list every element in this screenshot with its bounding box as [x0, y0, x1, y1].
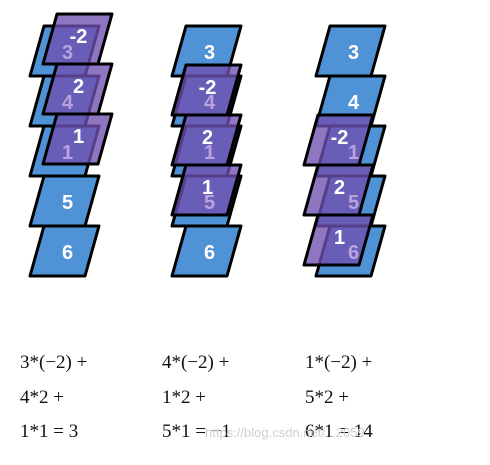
blue-cell-value: 4 [62, 92, 74, 114]
blue-cell-value: 6 [348, 242, 359, 264]
blue-cell-value: 1 [204, 142, 215, 164]
purple-cell-value: 2 [73, 76, 84, 98]
equation-line: 5*1 = −1 [162, 421, 231, 442]
blue-cell-value: 5 [62, 192, 73, 214]
purple-cell [41, 112, 114, 166]
equation-line: 5*2 + [305, 387, 349, 408]
blue-cell-value: 6 [204, 242, 215, 264]
purple-cell-value: 2 [334, 177, 345, 199]
blue-cell-value: 3 [348, 42, 359, 64]
equation-line: 4*(−2) + [162, 352, 229, 373]
blue-cell [170, 224, 243, 278]
purple-cell-value: -2 [70, 26, 88, 48]
blue-cell-value: 6 [62, 242, 73, 264]
blue-cell-value: 3 [204, 42, 215, 64]
blue-cell-value: 3 [62, 42, 73, 64]
purple-cell-value: 1 [202, 177, 213, 199]
equation-line: 3*(−2) + [20, 352, 87, 373]
watermark-text: https://blog.csdn.net/...2059 [205, 425, 365, 440]
blue-cell-value: 5 [348, 192, 359, 214]
equation-line: 4*2 + [20, 387, 64, 408]
purple-cell-value: 1 [334, 227, 345, 249]
purple-cell [302, 213, 375, 267]
blue-cell-value: 4 [204, 92, 216, 114]
blue-cell [28, 224, 101, 278]
purple-cell-value: -2 [331, 127, 349, 149]
equation-3: 1*(−2) + 5*2 + 6*1 = 14 [305, 352, 373, 442]
purple-cell-value: 1 [73, 126, 84, 148]
equation-2: 4*(−2) + 1*2 + 5*1 = −1 [162, 352, 231, 442]
purple-cell [170, 163, 243, 217]
equation-line: 1*1 = 3 [20, 421, 78, 442]
blue-cell-value: 1 [62, 142, 73, 164]
equation-line: 1*(−2) + [305, 352, 372, 373]
purple-cell-value: 2 [202, 127, 213, 149]
blue-cell-value: 1 [348, 142, 359, 164]
blue-cell-value: 5 [204, 192, 215, 214]
equation-line: 6*1 = 14 [305, 421, 373, 442]
stack-1: 3 4 1 5 6 -2 2 1 [28, 12, 114, 278]
blue-cell-value: 4 [348, 92, 360, 114]
purple-cell-value: -2 [199, 77, 217, 99]
equation-1: 3*(−2) + 4*2 + 1*1 = 3 [20, 352, 87, 442]
equation-line: 1*2 + [162, 387, 206, 408]
